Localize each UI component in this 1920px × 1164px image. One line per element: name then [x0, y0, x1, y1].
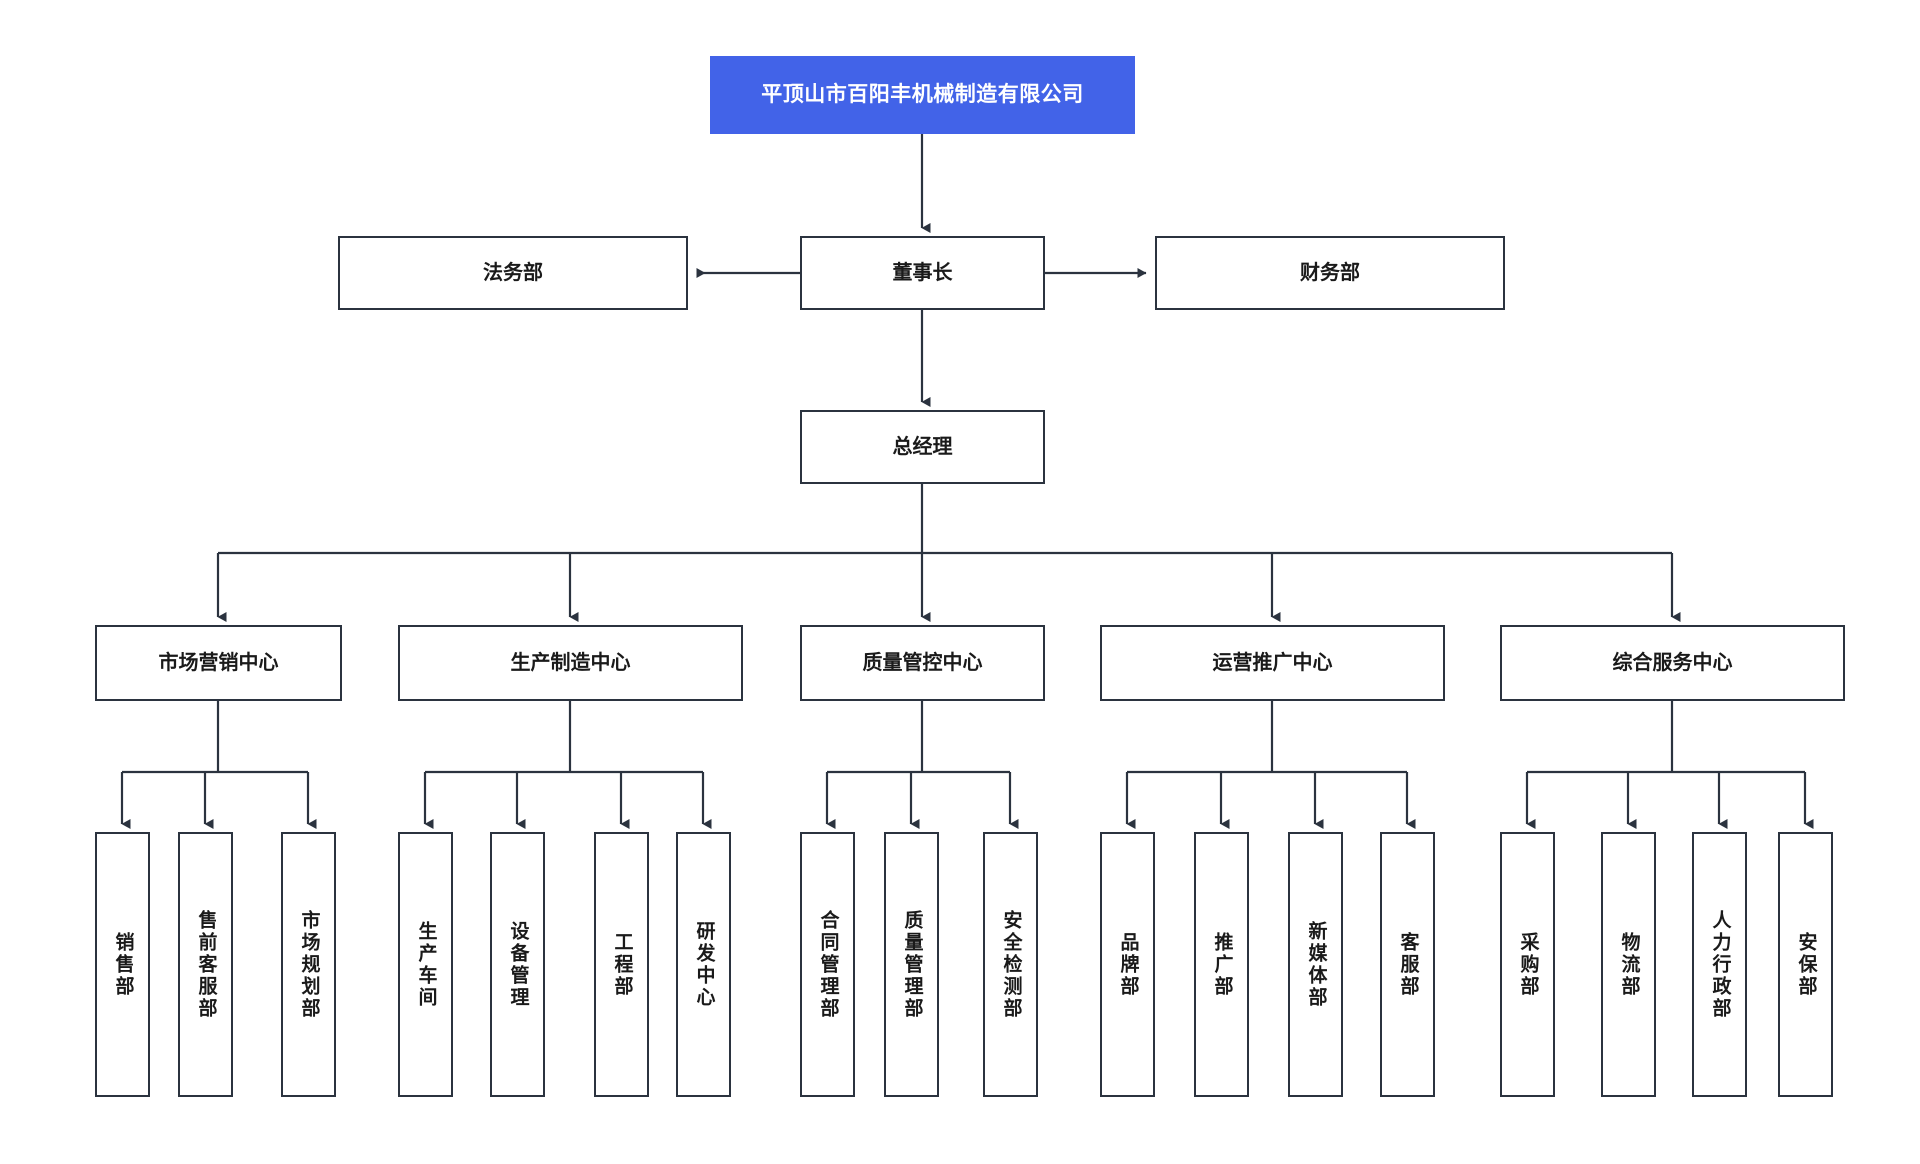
node-dept-production-workshop[interactable]: 生产车间	[398, 832, 453, 1097]
node-dept-customer-service[interactable]: 客服部	[1380, 832, 1435, 1097]
node-general-manager[interactable]: 总经理	[800, 410, 1045, 484]
node-label: 安全检测部	[1000, 909, 1022, 1020]
node-dept-equipment-management[interactable]: 设备管理	[490, 832, 545, 1097]
node-dept-logistics[interactable]: 物流部	[1601, 832, 1656, 1097]
node-label: 市场营销中心	[158, 651, 279, 674]
node-chairman[interactable]: 董事长	[800, 236, 1045, 310]
node-finance-department[interactable]: 财务部	[1155, 236, 1505, 310]
node-label: 质量管理部	[901, 909, 923, 1020]
edge-group-departments	[120, 701, 1814, 829]
node-label: 市场规划部	[298, 909, 320, 1020]
node-label: 综合服务中心	[1612, 651, 1733, 674]
node-label: 总经理	[892, 435, 953, 458]
node-label: 品牌部	[1117, 931, 1139, 998]
node-center-manufacturing[interactable]: 生产制造中心	[398, 625, 743, 701]
node-dept-new-media[interactable]: 新媒体部	[1288, 832, 1343, 1097]
node-label: 质量管控中心	[862, 651, 983, 674]
node-label: 推广部	[1211, 931, 1233, 998]
node-label: 董事长	[892, 261, 953, 284]
node-label: 平顶山市百阳丰机械制造有限公司	[761, 82, 1084, 106]
node-label: 采购部	[1517, 931, 1539, 998]
node-dept-contract-management[interactable]: 合同管理部	[800, 832, 855, 1097]
node-label: 合同管理部	[817, 909, 839, 1020]
node-label: 生产车间	[415, 920, 437, 1009]
node-label: 法务部	[483, 261, 543, 284]
node-dept-presales-service[interactable]: 售前客服部	[178, 832, 233, 1097]
node-dept-engineering[interactable]: 工程部	[594, 832, 649, 1097]
node-dept-security[interactable]: 安保部	[1778, 832, 1833, 1097]
node-center-operations[interactable]: 运营推广中心	[1100, 625, 1445, 701]
node-label: 新媒体部	[1305, 920, 1327, 1009]
node-legal-department[interactable]: 法务部	[338, 236, 688, 310]
node-label: 人力行政部	[1709, 909, 1731, 1020]
node-dept-safety-inspection[interactable]: 安全检测部	[983, 832, 1038, 1097]
node-label: 设备管理	[507, 920, 529, 1009]
edge-group-centers	[216, 484, 1681, 622]
node-label: 物流部	[1618, 931, 1640, 998]
node-dept-quality-management[interactable]: 质量管理部	[884, 832, 939, 1097]
node-company-root[interactable]: 平顶山市百阳丰机械制造有限公司	[710, 56, 1135, 134]
node-center-marketing[interactable]: 市场营销中心	[95, 625, 342, 701]
node-center-quality[interactable]: 质量管控中心	[800, 625, 1045, 701]
node-label: 销售部	[112, 931, 134, 998]
node-label: 运营推广中心	[1212, 651, 1333, 674]
node-label: 财务部	[1300, 261, 1360, 284]
node-dept-procurement[interactable]: 采购部	[1500, 832, 1555, 1097]
node-label: 售前客服部	[195, 909, 217, 1020]
node-dept-promotion[interactable]: 推广部	[1194, 832, 1249, 1097]
node-label: 生产制造中心	[510, 651, 631, 674]
node-dept-rnd-center[interactable]: 研发中心	[676, 832, 731, 1097]
node-dept-hr-administration[interactable]: 人力行政部	[1692, 832, 1747, 1097]
node-label: 研发中心	[693, 920, 715, 1009]
node-center-general-services[interactable]: 综合服务中心	[1500, 625, 1845, 701]
node-dept-brand[interactable]: 品牌部	[1100, 832, 1155, 1097]
node-label: 客服部	[1397, 931, 1419, 998]
node-label: 安保部	[1795, 931, 1817, 998]
node-dept-market-planning[interactable]: 市场规划部	[281, 832, 336, 1097]
node-label: 工程部	[611, 931, 633, 998]
node-dept-sales[interactable]: 销售部	[95, 832, 150, 1097]
